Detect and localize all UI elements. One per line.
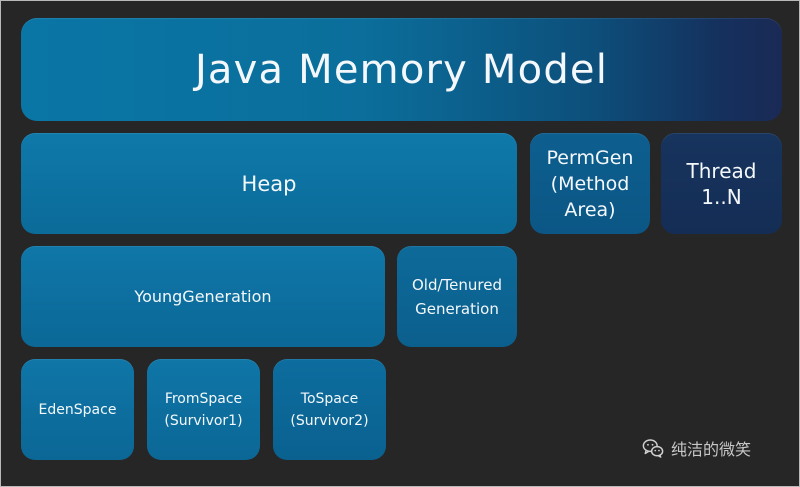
young-generation-label: YoungGeneration bbox=[134, 287, 272, 306]
title-box: Java Memory Model bbox=[21, 18, 782, 121]
heap-label: Heap bbox=[241, 171, 297, 196]
young-generation-box: YoungGeneration bbox=[21, 246, 385, 347]
old-generation-label-line2: Generation bbox=[415, 299, 499, 318]
old-generation-label-line1: Old/Tenured bbox=[412, 275, 502, 294]
permgen-label-line3: Area) bbox=[564, 198, 616, 221]
permgen-label-line1: PermGen bbox=[546, 146, 634, 169]
heap-box: Heap bbox=[21, 133, 517, 234]
watermark-text: 纯洁的微笑 bbox=[671, 440, 752, 459]
from-space-label-line1: FromSpace bbox=[164, 390, 243, 407]
old-generation-box: Old/Tenured Generation bbox=[397, 246, 517, 347]
thread-box: Thread 1..N bbox=[661, 133, 782, 234]
thread-label-line2: 1..N bbox=[701, 184, 742, 209]
eden-space-label: EdenSpace bbox=[38, 401, 117, 418]
to-space-label-line1: ToSpace bbox=[300, 390, 359, 407]
eden-space-box: EdenSpace bbox=[21, 359, 134, 460]
permgen-label-line2: (Method bbox=[550, 172, 630, 195]
from-space-box: FromSpace (Survivor1) bbox=[147, 359, 260, 460]
diagram-title: Java Memory Model bbox=[194, 46, 609, 93]
watermark: 纯洁的微笑 bbox=[642, 434, 792, 462]
thread-label-line1: Thread bbox=[686, 158, 757, 183]
permgen-box: PermGen (Method Area) bbox=[530, 133, 650, 234]
to-space-box: ToSpace (Survivor2) bbox=[273, 359, 386, 460]
wechat-icon bbox=[642, 439, 664, 458]
to-space-label-line2: (Survivor2) bbox=[290, 412, 369, 429]
from-space-label-line2: (Survivor1) bbox=[164, 412, 243, 429]
